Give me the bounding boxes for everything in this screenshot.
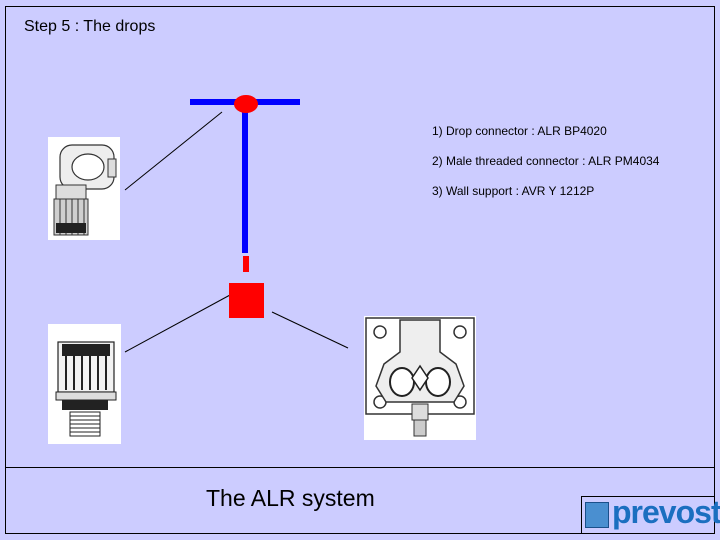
leader-line-wall-support [271, 311, 349, 349]
drop-connector-photo [48, 137, 120, 240]
male-threaded-connector-photo [48, 324, 121, 444]
prevost-logo-text: prevost [612, 494, 720, 530]
slide-frame [5, 6, 715, 534]
prevost-logo: prevost [581, 494, 720, 534]
part-label-male-threaded-connector: 2) Male threaded connector : ALR PM4034 [432, 154, 660, 168]
male-connector-marker [243, 256, 249, 272]
wall-support-photo [364, 316, 476, 440]
part-label-wall-support: 3) Wall support : AVR Y 1212P [432, 184, 595, 198]
leader-line-drop-connector [124, 111, 223, 191]
footer-title: The ALR system [206, 485, 375, 511]
wall-support-marker [229, 283, 264, 318]
slide-title: Step 5 : The drops [24, 18, 156, 35]
prevost-logo-icon [585, 502, 609, 528]
drop-connector-marker [234, 95, 258, 113]
leader-line-male-connector [124, 294, 231, 353]
part-label-drop-connector: 1) Drop connector : ALR BP4020 [432, 124, 607, 138]
drop-pipe [242, 108, 248, 253]
footer-divider [5, 467, 715, 468]
